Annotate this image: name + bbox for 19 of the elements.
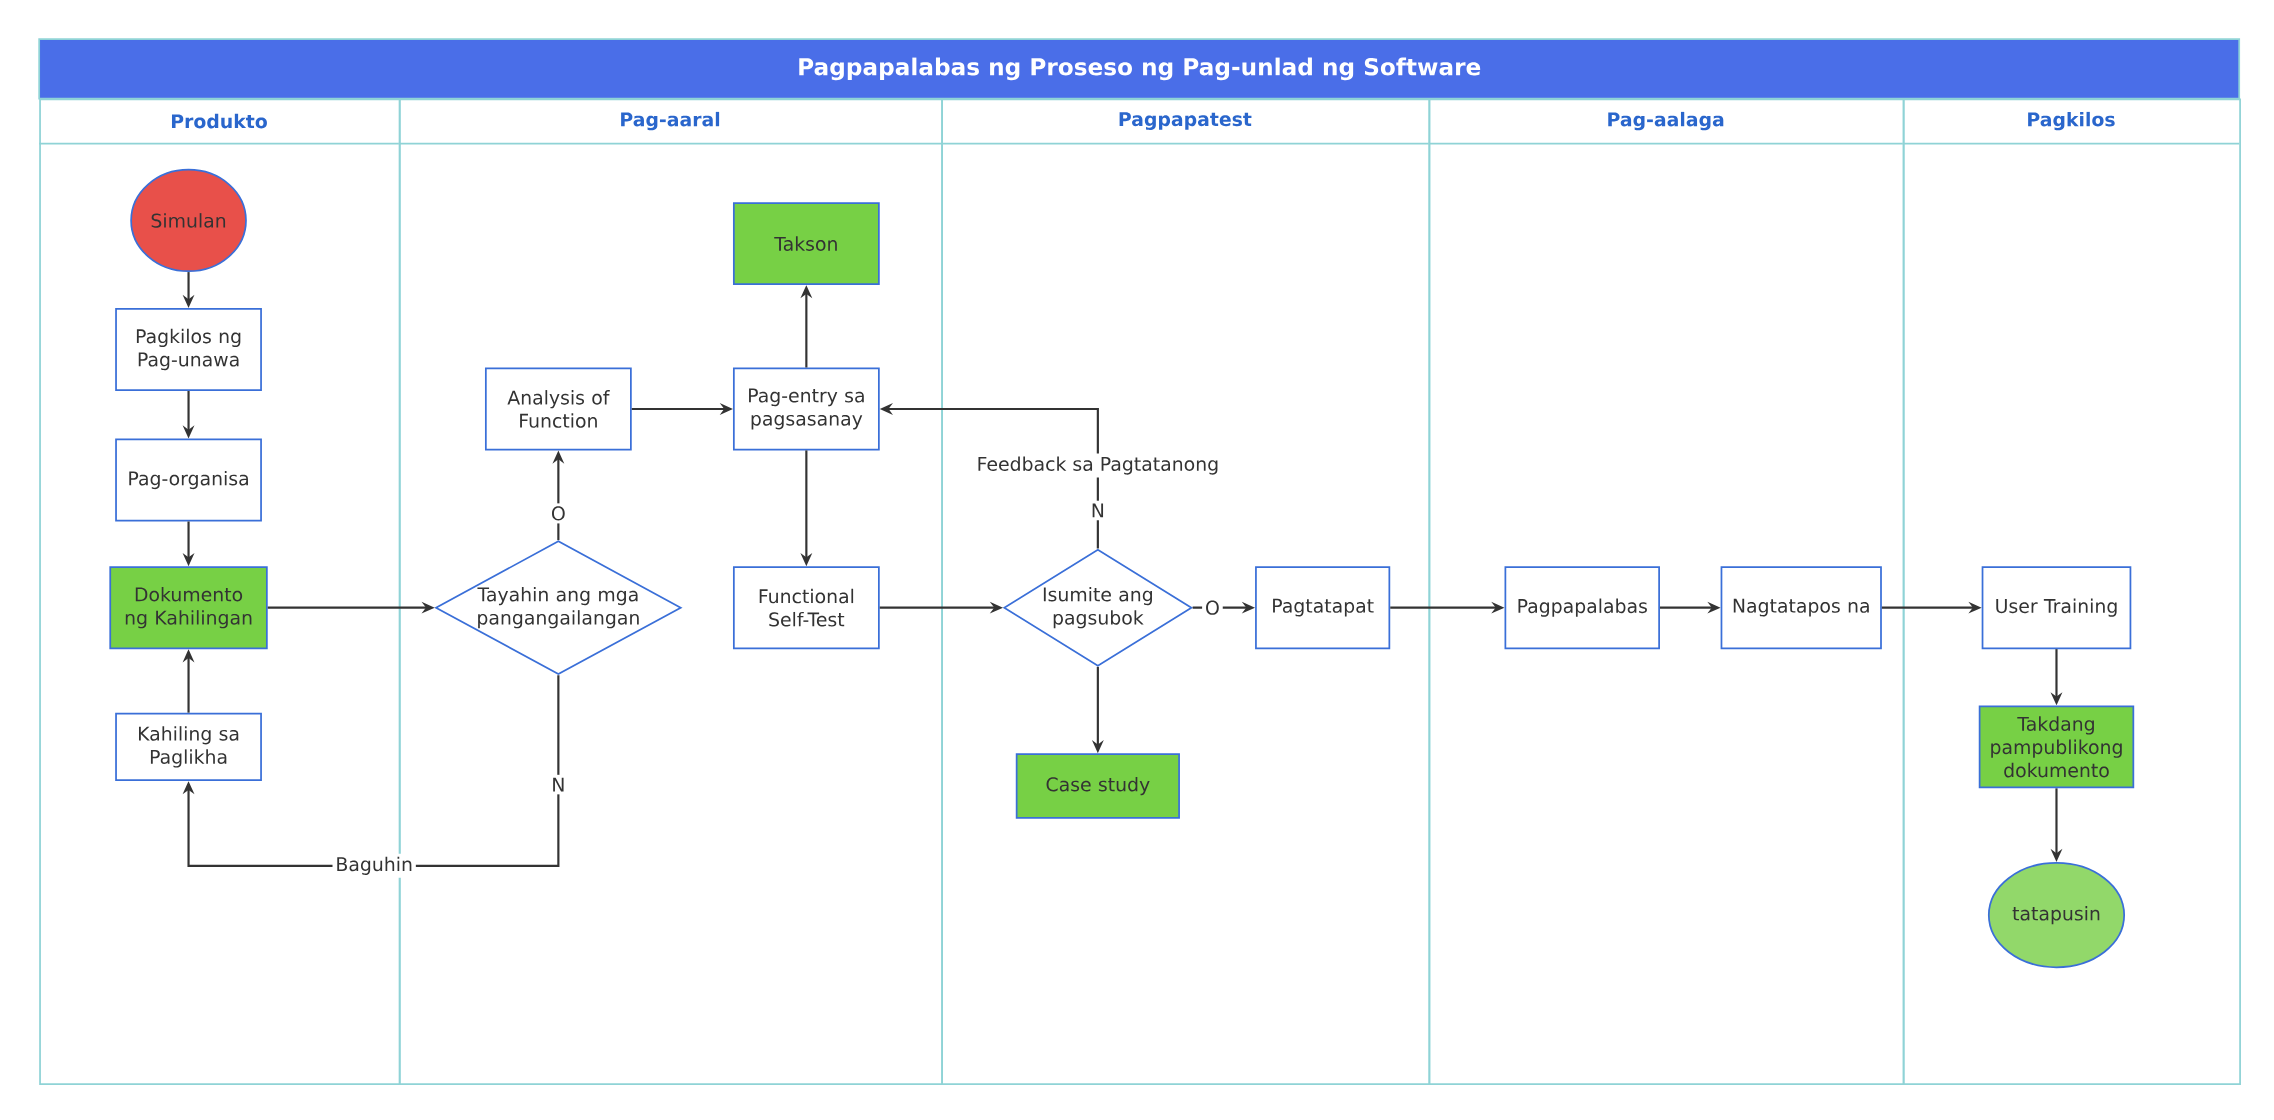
process-box: Pagtatapat xyxy=(1255,566,1391,650)
process-box: Analysis of Function xyxy=(484,367,632,451)
process-box: Pagkilos ng Pag-unawa xyxy=(115,308,262,392)
process-box: Pag-organisa xyxy=(115,438,262,522)
process-box: Kahiling sa Paglikha xyxy=(115,712,262,782)
process-box: Dokumento ng Kahilingan xyxy=(109,566,268,650)
annotation-text: Feedback sa Pagtatanong xyxy=(973,453,1222,478)
edge-label: O xyxy=(1202,597,1223,618)
title-bar: Pagpapalabas ng Proseso ng Pag-unlad ng Software xyxy=(38,38,2241,100)
process-box: User Training xyxy=(1981,566,2132,650)
process-box: Pagpapalabas xyxy=(1504,566,1660,650)
process-box: Takdang pampublikong dokumento xyxy=(1978,705,2135,789)
process-box: Takson xyxy=(732,202,880,286)
process-box: Case study xyxy=(1015,753,1180,819)
process-box: Nagtatapos na xyxy=(1720,566,1882,650)
edge-label: O xyxy=(548,503,569,524)
edge-label: N xyxy=(548,775,569,795)
process-box: Functional Self-Test xyxy=(732,566,880,650)
process-box: Pag-entry sa pagsasanay xyxy=(732,367,880,451)
